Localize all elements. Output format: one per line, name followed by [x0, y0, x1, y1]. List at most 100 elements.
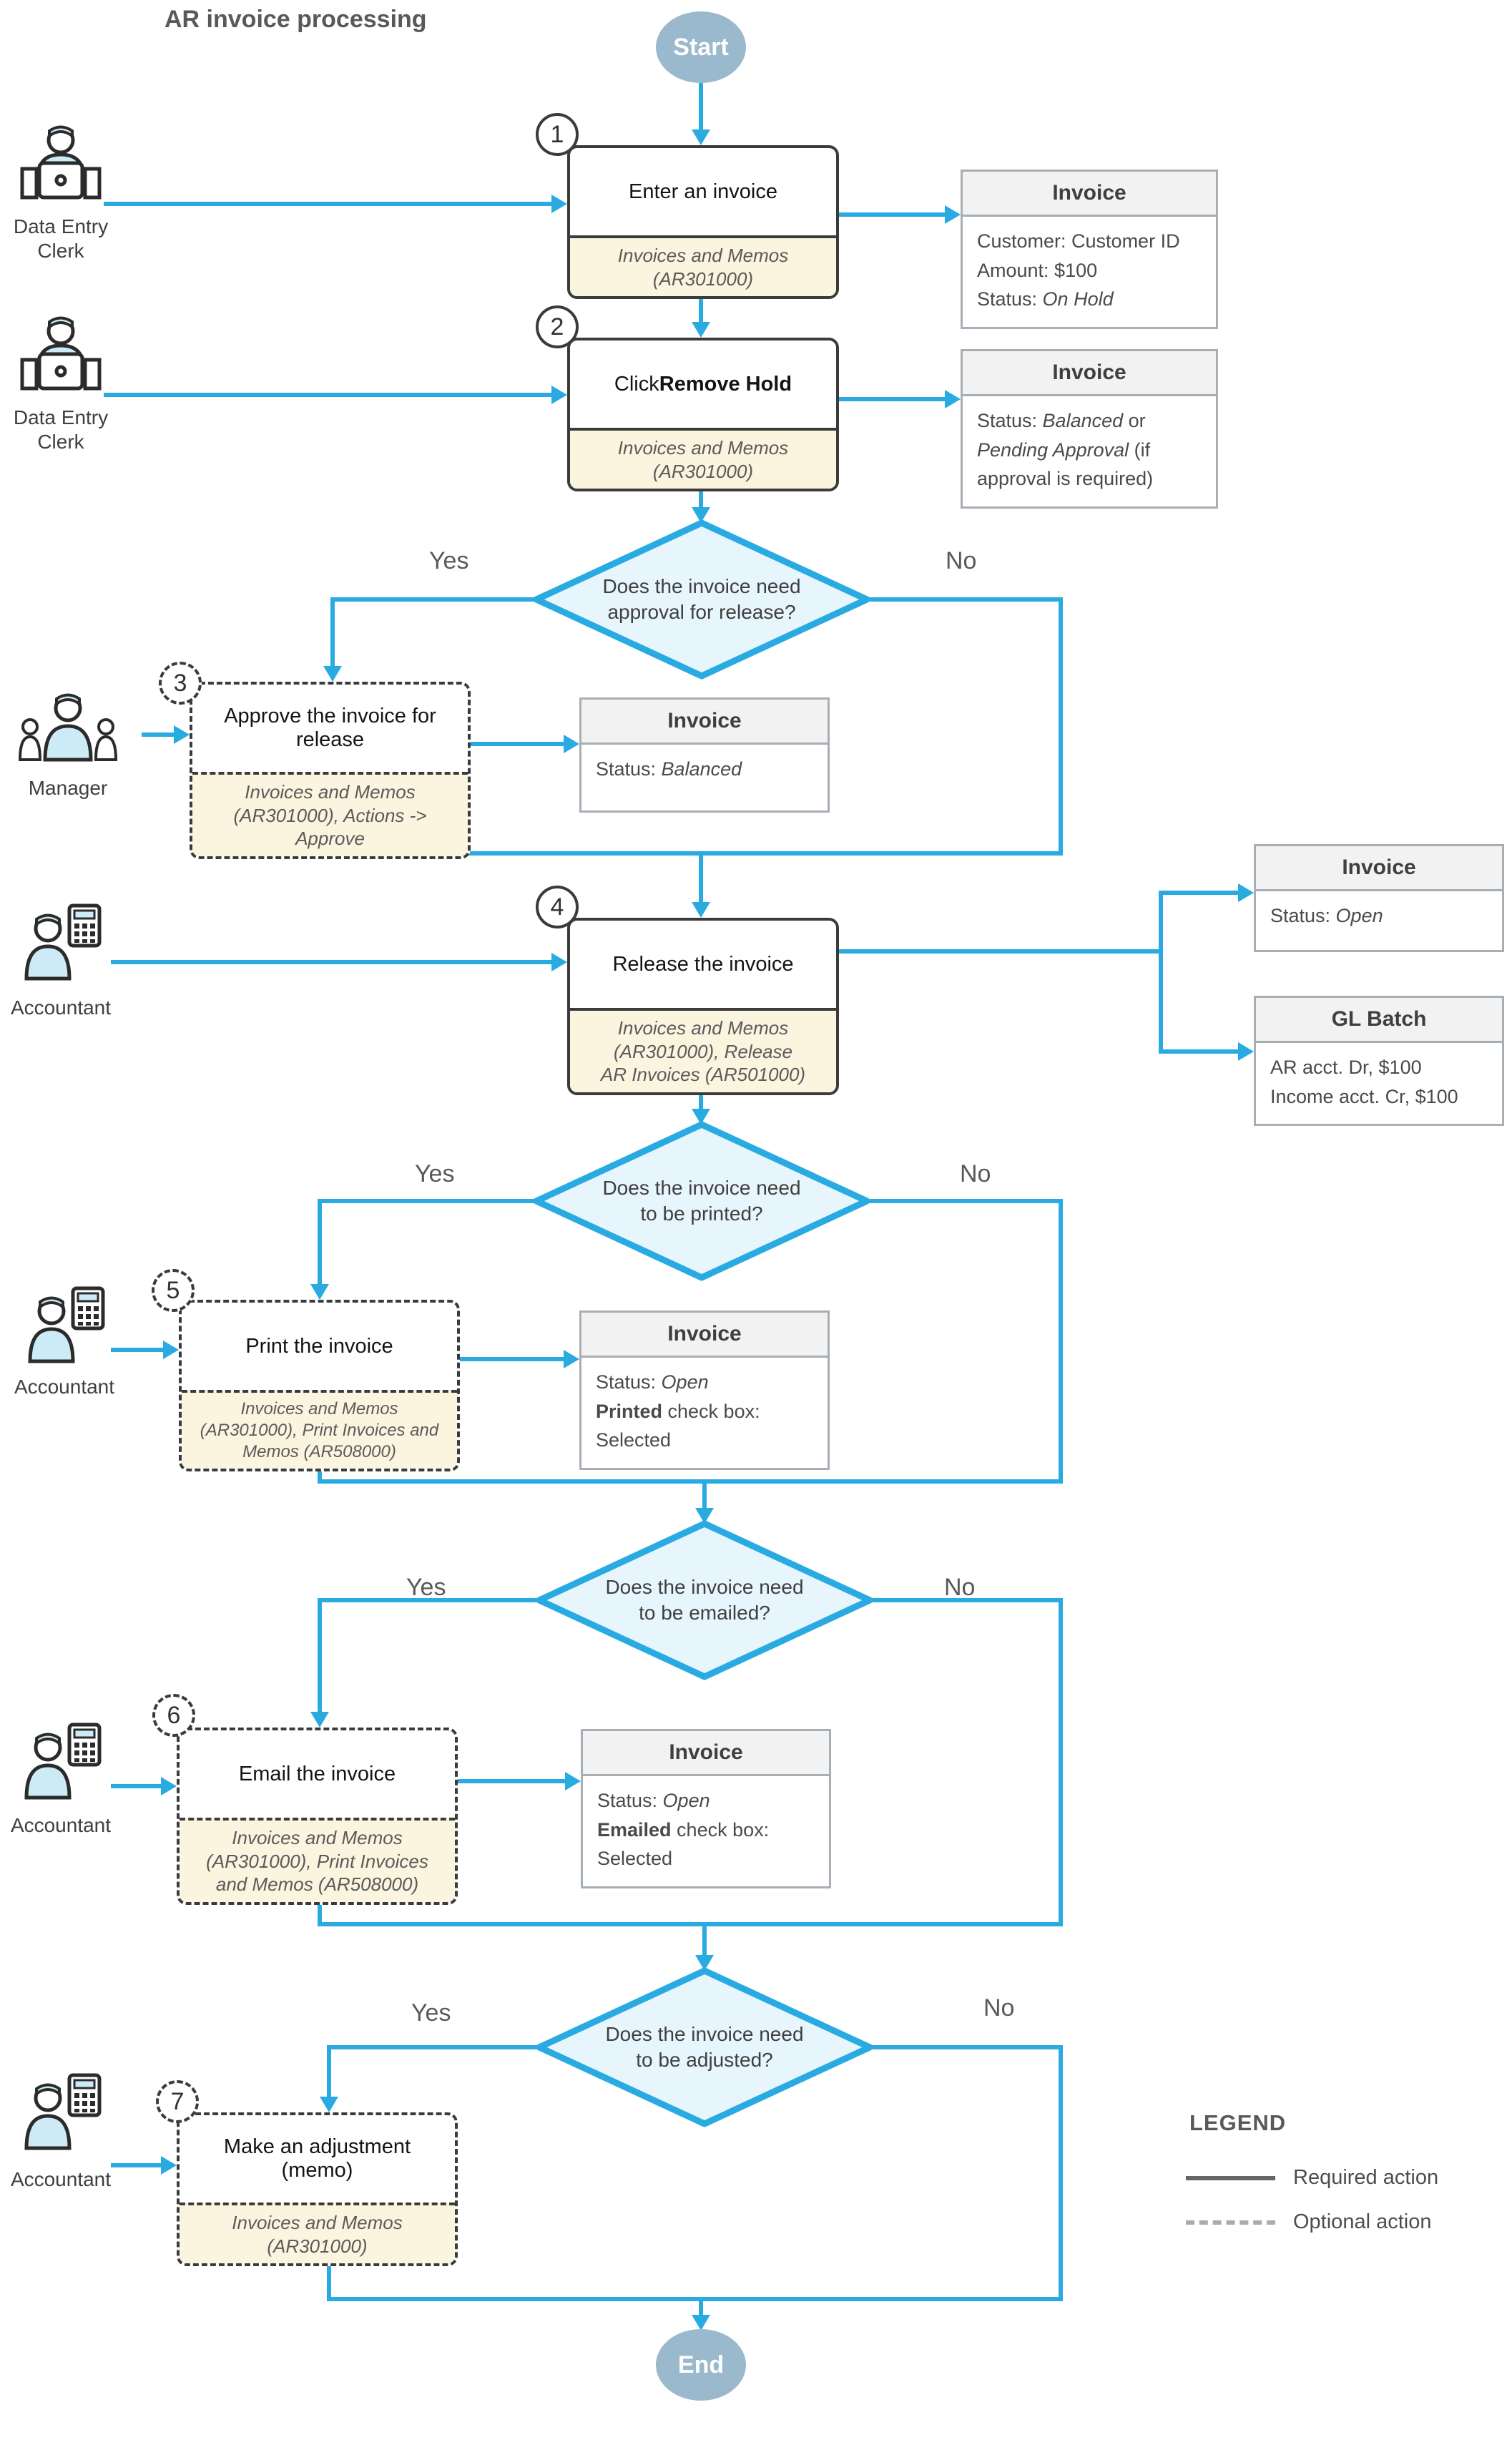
checkbox-name: Emailed [597, 1818, 672, 1841]
connector-junction2 [318, 1479, 1063, 1484]
connector-manager-to-step3 [142, 732, 175, 737]
invoice-checkbox-line: Emailed check box: Selected [597, 1816, 815, 1873]
status-label: Status: [977, 410, 1043, 431]
invoice-customer-line: Customer: Customer ID [977, 230, 1180, 252]
connector-decision1-no-h [867, 597, 1063, 602]
arrowhead-step1-to-invoice1 [945, 205, 961, 224]
status-label: Status: [596, 1371, 662, 1393]
accountant-calculator-icon [18, 901, 104, 991]
arrowhead-into-decision4 [695, 1955, 714, 1971]
step5-print-invoice: Print the invoice Invoices and Memos (AR… [179, 1300, 460, 1471]
connector-decision2-no-h [867, 1199, 1063, 1203]
decision3-yes-label: Yes [406, 1574, 446, 1601]
decision-diamond [536, 1520, 873, 1680]
arrowhead-clerk2-to-step2 [551, 386, 567, 404]
artifact-invoice-emailed: Invoice Status: Open Emailed check box: … [581, 1729, 831, 1888]
connector-step6-down [318, 1892, 322, 1926]
clerk-laptop-icon [18, 122, 104, 211]
connector-accountant4-to-step7 [111, 2163, 161, 2167]
gl-credit-line: Income acct. Cr, $100 [1270, 1085, 1458, 1107]
artifact-header: Invoice [1256, 846, 1502, 891]
connector-decision2-yes-v [318, 1199, 322, 1285]
connector-decision1-no-v [1059, 597, 1063, 856]
step6-screen: Invoices and Memos (AR301000), Print Inv… [180, 1818, 455, 1902]
decision-question: Does the invoice need approval for relea… [602, 574, 801, 623]
arrowhead-step3-to-invoice3 [564, 735, 579, 753]
status-label: Status: [977, 288, 1043, 310]
connector-decision2-no-v [1059, 1199, 1063, 1484]
actor-label-accountant1: Accountant [10, 996, 112, 1019]
decision3-no-label: No [944, 1574, 976, 1601]
checkbox-state: check box: Selected [597, 1818, 770, 1870]
step1-enter-invoice: Enter an invoice Invoices and Memos (AR3… [567, 145, 839, 299]
decision1-yes-label: Yes [429, 547, 469, 574]
connector-decision3-no-v [1059, 1598, 1063, 1926]
step7-number: 7 [156, 2080, 199, 2123]
connector-junction3 [318, 1922, 1063, 1926]
artifact-header: Invoice [583, 1731, 829, 1776]
step6-label: Email the invoice [238, 1762, 396, 1785]
arrowhead-into-decision3 [695, 1508, 714, 1524]
decision-question: Does the invoice need to be emailed? [605, 1575, 804, 1624]
connector-decision1-yes-h [333, 597, 536, 602]
connector-start-to-step1 [699, 82, 703, 131]
manager-icon [14, 688, 122, 774]
arrowhead-accountant1-to-step4 [551, 953, 567, 971]
step2-label-prefix: Click [614, 372, 659, 396]
connector-accountant3-to-step6 [111, 1784, 161, 1788]
connector-to-invoice-open [1159, 891, 1239, 895]
decision4-yes-label: Yes [411, 1999, 451, 2027]
invoice-status-line: Status: Open [596, 1368, 813, 1397]
connector-step1-to-step2 [699, 291, 703, 323]
arrowhead-start-to-step1 [692, 129, 710, 145]
decision2-yes-label: Yes [415, 1160, 455, 1187]
decision-question: Does the invoice need to be printed? [602, 1176, 801, 1225]
arrowhead-accountant4-to-step7 [161, 2156, 177, 2175]
artifact-body: Status: Open Emailed check box: Selected [583, 1776, 829, 1886]
connector-decision4-yes-h [329, 2045, 539, 2049]
connector-decision4-yes-v [327, 2045, 331, 2098]
connector-decision1-yes-v [330, 597, 335, 667]
step7-screen: Invoices and Memos (AR301000) [180, 2203, 455, 2263]
artifact-header: Invoice [581, 1313, 828, 1358]
arrowhead-manager-to-step3 [174, 725, 190, 744]
step1-label: Enter an invoice [629, 180, 777, 203]
step3-approve-invoice: Approve the invoice for release Invoices… [190, 682, 471, 859]
artifact-invoice-approved: Invoice Status: Balanced [579, 697, 830, 813]
artifact-invoice-printed: Invoice Status: Open Printed check box: … [579, 1310, 830, 1470]
connector-step2-to-invoice2 [839, 397, 946, 401]
connector-decision2-yes-h [320, 1199, 536, 1203]
connector-decision4-no-h [870, 2045, 1063, 2049]
actor-label-accountant4: Accountant [10, 2168, 112, 2190]
invoice-status-line: Status: Balanced or Pending Approval (if… [977, 406, 1202, 494]
arrowhead-decision2-yes-to-step5 [310, 1284, 329, 1300]
step3-screen: Invoices and Memos (AR301000), Actions -… [192, 772, 468, 856]
connector-junction4-to-end [699, 2299, 703, 2318]
artifact-body: Status: Balanced [581, 745, 828, 810]
artifact-body: Status: Balanced or Pending Approval (if… [963, 396, 1216, 506]
connector-junction4 [327, 2297, 1063, 2301]
arrowhead-to-gl-batch [1238, 1042, 1254, 1061]
status-value: On Hold [1042, 288, 1114, 310]
step6-number: 6 [152, 1694, 195, 1737]
step7-make-adjustment: Make an adjustment (memo) Invoices and M… [177, 2112, 458, 2266]
step2-label: Click Remove Hold [570, 340, 836, 428]
arrowhead-step2-to-decision1 [692, 507, 710, 523]
actor-label-manager: Manager [28, 777, 108, 799]
arrowhead-step6-to-invoice5 [565, 1772, 581, 1790]
invoice-status-line: Status: On Hold [977, 285, 1202, 314]
decision1-no-label: No [946, 547, 977, 574]
legend-solid-line [1186, 2176, 1275, 2180]
connector-step6-to-invoice5 [458, 1779, 566, 1783]
legend-required-label: Required action [1293, 2166, 1439, 2189]
connector-accountant2-to-step5 [111, 1348, 163, 1352]
invoice-status-line: Status: Open [1270, 901, 1488, 931]
page-title: AR invoice processing [165, 6, 427, 33]
connector-step4-fan-v [1159, 893, 1163, 1054]
step4-label: Release the invoice [612, 952, 794, 976]
artifact-body: Customer: Customer ID Amount: $100 Statu… [963, 217, 1216, 327]
arrowhead-decision4-yes-to-step7 [320, 2097, 338, 2112]
artifact-invoice-released: Invoice Status: Open [1254, 844, 1504, 952]
decision4-no-label: No [983, 1994, 1015, 2022]
